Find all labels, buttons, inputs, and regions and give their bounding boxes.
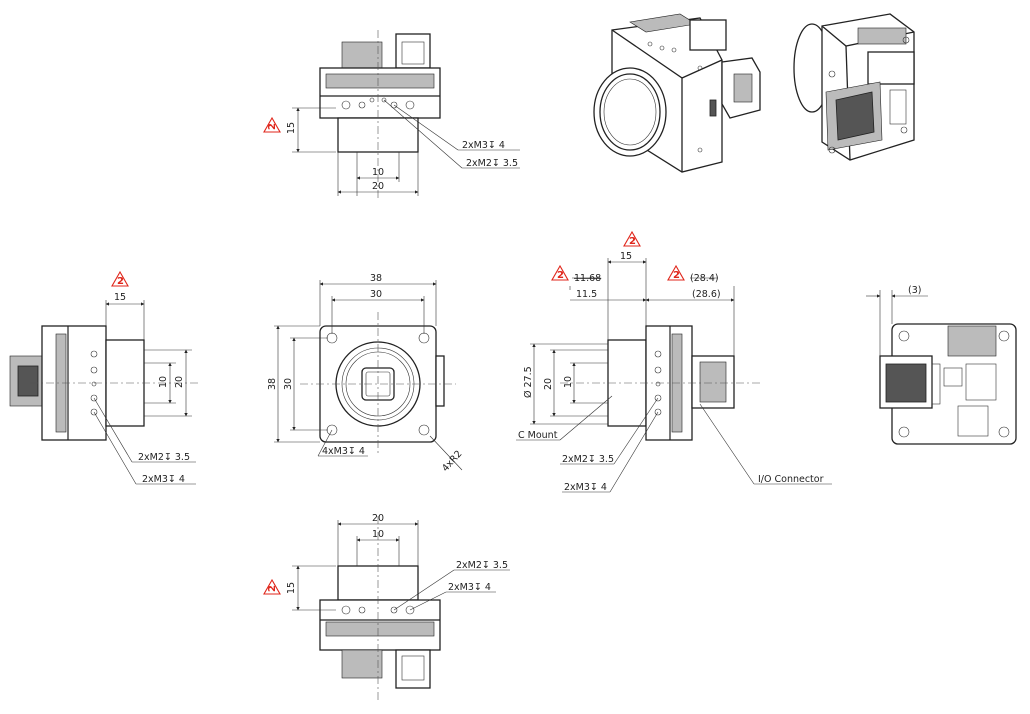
side-view-right: 15 2 2 11.68 2 (28.4) 11.5 (28.6) Ø 27.5… <box>516 230 832 493</box>
top-view-callout-m2: 2xM2↧ 3.5 <box>466 158 518 169</box>
left-view-callout-m3: 2xM3↧ 4 <box>142 474 185 485</box>
front-view-callout-holes: 4xM3↧ 4 <box>322 446 365 457</box>
right-view-label-c-mount: C Mount <box>518 430 558 441</box>
bottom-view-dim-inner: 10 <box>372 529 384 540</box>
right-view-dim-diameter: Ø 27.5 <box>523 366 534 398</box>
top-view-dim-outer: 20 <box>372 181 384 192</box>
right-view-callout-m3: 2xM3↧ 4 <box>564 482 607 493</box>
right-view-dim-11-68-old: 11.68 <box>574 273 601 284</box>
isometric-view-back <box>793 13 915 161</box>
right-view-dim-10: 10 <box>563 376 574 388</box>
top-view-dim-inner: 10 <box>372 167 384 178</box>
bottom-view-dim-outer: 20 <box>372 513 384 524</box>
bottom-view-callout-m3: 2xM3↧ 4 <box>448 582 491 593</box>
front-view: 38 30 38 30 4xM3↧ 4 4xR2 <box>267 273 464 474</box>
right-view-label-io: I/O Connector <box>758 474 824 485</box>
front-view-callout-radius: 4xR2 <box>440 449 464 474</box>
left-view-dim-top: 15 <box>114 292 126 303</box>
revision-marker-1: 2 <box>267 123 278 130</box>
right-view-dim-11-5: 11.5 <box>576 289 597 300</box>
right-view-dim-28-6: (28.6) <box>692 289 721 300</box>
revision-marker-6: 2 <box>267 585 278 592</box>
top-view-dim-height: 15 <box>286 122 297 134</box>
revision-marker-5: 2 <box>673 270 680 281</box>
left-view-dim-inner: 10 <box>158 376 169 388</box>
right-view-dim-20: 20 <box>543 378 554 390</box>
right-view-callout-m2: 2xM2↧ 3.5 <box>562 454 614 465</box>
top-view: 15 2 10 20 2xM3↧ 4 2xM2↧ 3.5 <box>263 30 520 200</box>
top-view-callout-m3: 2xM3↧ 4 <box>462 140 505 151</box>
left-view-callout-m2: 2xM2↧ 3.5 <box>138 452 190 463</box>
side-view-left: 15 2 10 20 2xM2↧ 3.5 2xM3↧ 4 <box>9 270 200 485</box>
front-view-dim-inner-w: 30 <box>370 289 382 300</box>
front-view-dim-outer-w: 38 <box>370 273 382 284</box>
back-view-dim-3: (3) <box>908 285 921 296</box>
back-view: (3) <box>866 285 1017 445</box>
bottom-view: 20 10 15 2 2xM2↧ 3.5 2xM3↧ 4 <box>263 513 510 700</box>
left-view-dim-outer: 20 <box>174 376 185 388</box>
bottom-view-callout-m2: 2xM2↧ 3.5 <box>456 560 508 571</box>
revision-marker-4: 2 <box>557 270 564 281</box>
right-view-dim-28-4-old: (28.4) <box>690 273 719 284</box>
revision-marker-3: 2 <box>629 236 636 247</box>
front-view-dim-inner-h: 30 <box>283 378 294 390</box>
front-view-dim-outer-h: 38 <box>267 378 278 390</box>
isometric-view-front <box>593 13 761 173</box>
bottom-view-dim-height: 15 <box>286 582 297 594</box>
right-view-dim-15: 15 <box>620 251 632 262</box>
revision-marker-2: 2 <box>117 276 124 287</box>
